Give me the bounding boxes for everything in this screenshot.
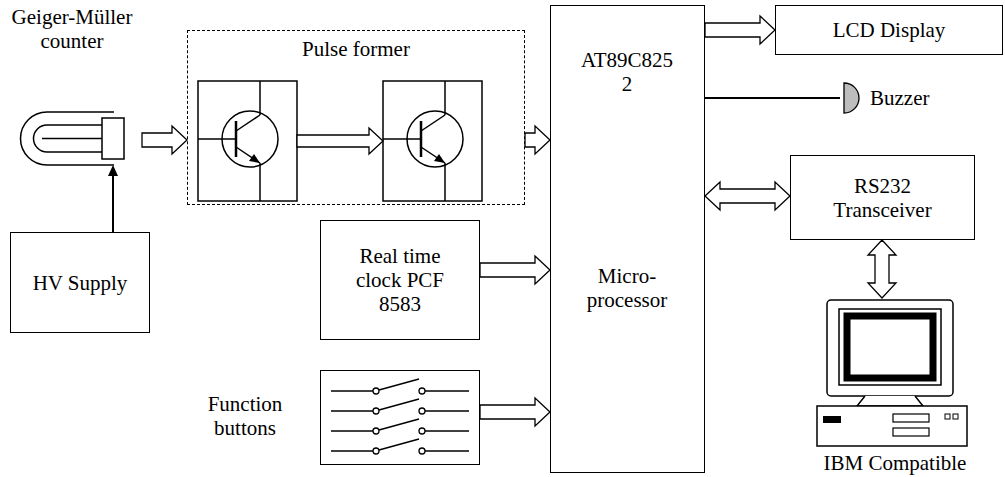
rtc-box: Real time clock PCF 8583 <box>320 220 480 340</box>
buzzer-dome <box>840 82 864 114</box>
panel-label: Function buttons <box>190 392 300 440</box>
box-label: HV Supply <box>33 271 128 295</box>
connector <box>868 240 896 298</box>
group-title: Pulse former <box>188 37 524 61</box>
connector <box>142 126 187 154</box>
component-label: Geiger-Müller counter <box>2 5 142 53</box>
box-label: LCD Display <box>833 18 946 42</box>
connector <box>525 126 550 154</box>
switch-symbols <box>321 371 481 466</box>
connector <box>705 16 775 44</box>
geiger-muller-tube: Geiger-Müller counter <box>2 5 142 165</box>
buttons-group: Function buttons <box>190 370 480 465</box>
chip-name: AT89C825 2 <box>575 48 679 96</box>
connector <box>480 256 550 284</box>
microprocessor-box: AT89C825 2 Micro- processor <box>550 5 705 473</box>
connector <box>705 182 790 210</box>
computer-drawing <box>805 298 985 448</box>
connector <box>112 175 114 232</box>
connector <box>108 165 118 176</box>
box-label: Real time clock PCF 8583 <box>343 244 457 316</box>
chip-type: Micro- processor <box>575 264 679 312</box>
connector <box>705 97 840 99</box>
pulse-former-group: Pulse former <box>187 30 525 205</box>
component-label: Buzzer <box>870 86 929 110</box>
connector <box>480 398 550 426</box>
switch-panel <box>320 370 480 465</box>
box-label: RS232 Transceiver <box>821 174 944 222</box>
lcd-box: LCD Display <box>775 5 1003 55</box>
buzzer-symbol: Buzzer <box>840 82 950 114</box>
rs232-box: RS232 Transceiver <box>790 155 975 240</box>
computer-icon: IBM Compatible <box>805 298 985 475</box>
device-label: IBM Compatible <box>805 451 985 475</box>
hv-supply-box: HV Supply <box>10 232 150 333</box>
